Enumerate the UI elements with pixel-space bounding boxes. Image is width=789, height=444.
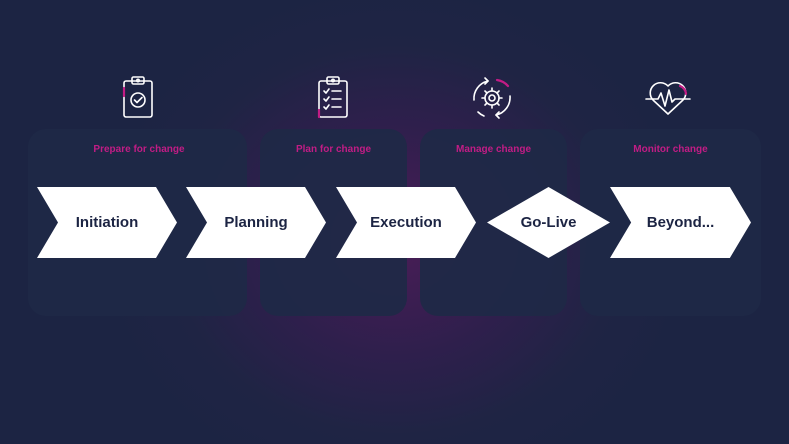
step-label: Go-Live (520, 214, 577, 231)
gear-cycle-icon (470, 74, 514, 122)
phase-label-manage: Manage change (455, 144, 532, 155)
phase-label-monitor: Monitor change (633, 144, 708, 155)
step-planning: Planning (186, 187, 326, 258)
heart-pulse-icon (644, 74, 692, 122)
step-label: Beyond... (646, 214, 715, 231)
phase-label-prepare: Prepare for change (93, 144, 185, 155)
step-initiation: Initiation (37, 187, 177, 258)
step-execution: Execution (336, 187, 476, 258)
clipboard-list-icon (311, 74, 355, 122)
step-label: Initiation (75, 214, 139, 231)
phase-label-plan: Plan for change (295, 144, 371, 155)
step-label: Execution (370, 214, 442, 231)
step-beyond: Beyond... (610, 187, 751, 258)
clipboard-check-icon (116, 74, 160, 122)
step-label: Planning (224, 214, 288, 231)
